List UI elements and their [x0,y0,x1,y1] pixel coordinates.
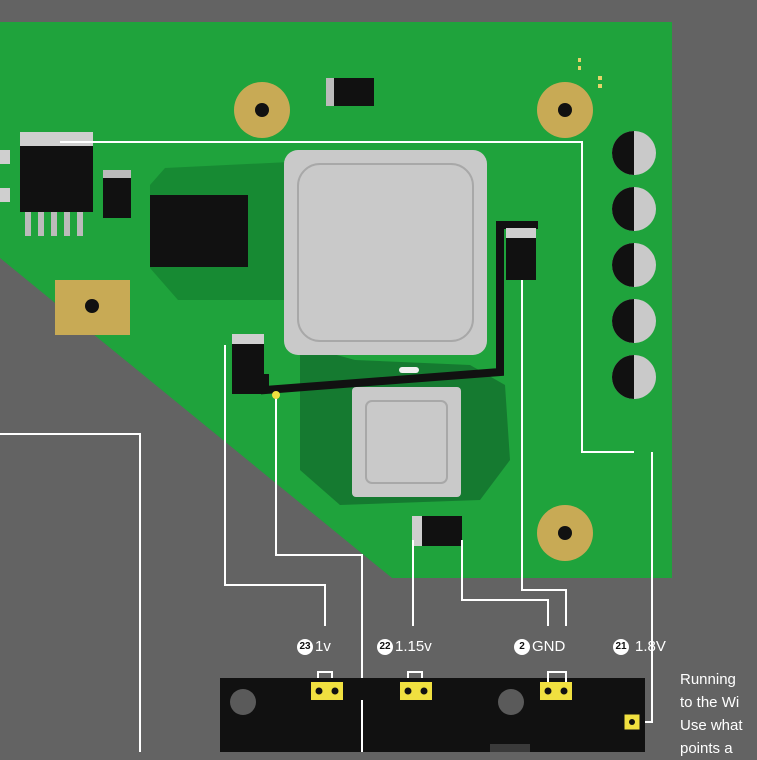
leader-line-gnd [461,540,549,626]
via [399,367,419,373]
smd-component [232,334,264,394]
label-number-badge: 23 [297,638,313,655]
tiny-marker [578,58,581,62]
board-outline-line [0,433,141,752]
mounting-pad [537,505,593,561]
tiny-marker [598,76,602,80]
test-point [272,391,280,399]
smd-component [412,516,462,546]
connector-hole [498,689,524,715]
mounting-pad [234,82,290,138]
tiny-marker [578,66,581,70]
memory-chip [352,387,461,497]
note-line: to the Wi [680,694,740,711]
instruction-note: Running to the Wi Use what points a [680,668,743,760]
leader-line-1-8v [60,141,634,453]
test-point-gnd [540,671,572,700]
test-point-1-8v [623,713,641,731]
gpio-pad [612,299,656,343]
mounting-pad [55,280,130,335]
smd-component [326,78,374,106]
mounting-pad [537,82,593,138]
leader-line-1v [224,345,326,626]
main-soc-chip [284,150,487,355]
smd-component [506,228,536,280]
gpio-pad [612,355,656,399]
black-chip [150,195,248,267]
leader-line-1v [275,395,363,752]
connector-tab [490,744,530,752]
note-line: Running [680,671,736,688]
bottom-connector [220,678,645,752]
connector-hole [230,689,256,715]
label-number-badge: 21 [613,638,629,655]
label-text: GND [532,638,566,655]
label-gnd: 2 GND [514,638,565,655]
label-text: 1.15v [395,638,432,655]
label-number-badge: 2 [514,638,530,655]
gpio-pad [612,131,656,175]
label-1v: 23 1v [297,638,331,655]
tiny-marker [598,84,602,88]
smd-component [103,170,131,218]
gpio-pad [612,243,656,287]
gpio-pad [612,187,656,231]
test-point-1v-pads [311,682,343,700]
leader-line-gnd [521,280,567,626]
label-text: 1v [315,638,331,655]
label-number-badge: 22 [377,638,393,655]
note-line: points a [680,740,733,757]
test-point-1-15v-pads [400,682,432,700]
label-1-15v: 22 1.15v [377,638,432,655]
note-line: Use what [680,717,743,734]
label-1-8v: 21 1.8V [613,638,666,655]
voltage-regulator [0,132,93,236]
label-text: 1.8V [635,638,666,655]
